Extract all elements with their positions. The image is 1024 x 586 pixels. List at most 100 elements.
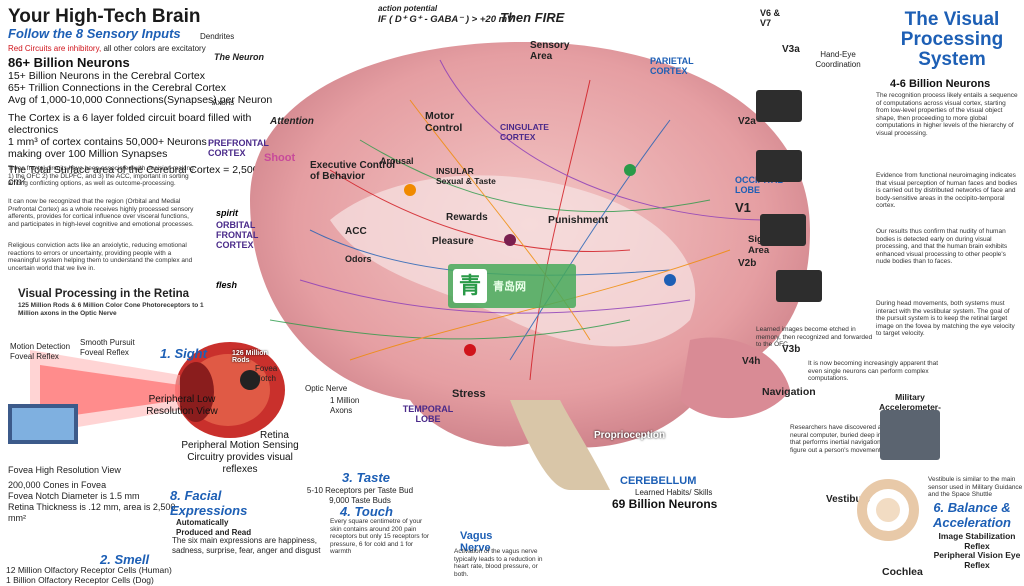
label-motor-control: Motor Control xyxy=(425,110,463,134)
label-cochlea: Cochlea xyxy=(882,566,923,578)
label-attention: Attention xyxy=(270,116,314,127)
poster-subtitle: Follow the 8 Sensory Inputs xyxy=(8,26,181,41)
balance-items: Image Stabilization Reflex Peripheral Vi… xyxy=(930,531,1024,570)
watermark-icon: 青 xyxy=(453,269,487,303)
fovea-facts: Fovea High Resolution View 200,000 Cones… xyxy=(8,465,178,524)
label-v3b: V3b xyxy=(782,344,801,355)
label-temporal: TEMPORAL LOBE xyxy=(402,404,454,424)
stat-line: The Cortex is a 6 layer folded circuit b… xyxy=(8,112,252,136)
brain-illustration xyxy=(250,41,810,490)
label-navigation: Navigation xyxy=(762,386,816,398)
label-smooth-pursuit: Smooth Pursuit Foveal Reflex xyxy=(80,338,135,357)
eye-illustration xyxy=(8,342,285,444)
label-exec-control: Executive Control of Behavior xyxy=(310,160,396,182)
label-touch: 4. Touch xyxy=(340,504,393,519)
label-v6v7: V6 & V7 xyxy=(760,8,781,28)
gpu-icon xyxy=(756,90,802,122)
stat-line: Avg of 1,000-10,000 Connections(Synapses… xyxy=(8,94,273,106)
label-v1: V1 xyxy=(735,200,751,215)
label-prefrontal: PREFRONTAL CORTEX xyxy=(208,138,269,158)
label-flesh: flesh xyxy=(216,280,238,290)
label-insular: INSULAR Sexual & Taste xyxy=(436,166,496,186)
legend-note: Red Circuits are inhibitory, all other c… xyxy=(8,44,206,54)
gyro-icon xyxy=(880,410,940,460)
retina-sub: 125 Million Rods & 6 Million Color Cone … xyxy=(18,302,204,317)
stat-line: making over 100 Million Synapses xyxy=(8,148,168,160)
gpu-icon xyxy=(760,214,806,246)
poster-title: Your High-Tech Brain xyxy=(8,6,201,27)
stat-headline: 86+ Billion Neurons xyxy=(8,55,130,70)
smell-dog: 1 Billion Olfactory Receptor Cells (Dog) xyxy=(6,575,154,585)
facial-text: The six main expressions are happiness, … xyxy=(172,536,321,555)
stat-line: 1 mm³ of cortex contains 50,000+ Neurons xyxy=(8,136,207,148)
visual-quote-2: Evidence from functional neuroimaging in… xyxy=(876,172,1018,209)
fovea-fact: Retina Thickness is .12 mm, area is 2,50… xyxy=(8,502,176,523)
fovea-fact: 200,000 Cones in Fovea xyxy=(8,480,107,490)
gpu-icon xyxy=(776,270,822,302)
quote-decision: Three frontal circuits have been associa… xyxy=(8,165,196,187)
label-cereb-sub: Learned Habits/ Skills xyxy=(635,488,713,497)
label-smell: 2. Smell xyxy=(100,552,150,567)
label-rods: 126 Million Rods xyxy=(232,350,268,364)
taste-fact: 5-10 Receptors per Taste Bud xyxy=(306,486,414,495)
visual-quote-4: During head movements, both systems must… xyxy=(876,300,1015,337)
legend-note-rest: all other colors are excitatory xyxy=(103,44,206,53)
inner-ear-illustration xyxy=(857,479,919,541)
label-vestibule: Vestibule xyxy=(826,494,870,505)
fovea-fact: Fovea Notch Diameter is 1.5 mm xyxy=(8,491,140,501)
label-ofc: ORBITAL FRONTAL CORTEX xyxy=(216,220,259,250)
label-million-axons: 1 Million Axons xyxy=(330,396,360,415)
label-v3a: V3a xyxy=(782,44,800,55)
smell-human: 12 Million Olfactory Receptor Cells (Hum… xyxy=(6,565,172,575)
label-fire: Then FIRE xyxy=(500,10,565,25)
retina-title: Visual Processing in the Retina xyxy=(18,288,190,300)
label-cingulate: CINGULATE CORTEX xyxy=(500,122,549,142)
label-dendrites: Dendrites xyxy=(200,32,235,41)
stat-line: The Total Surface area of the Cerebral C… xyxy=(8,164,259,188)
visual-quote-5: It is now becoming increasingly apparent… xyxy=(808,360,939,382)
balance-item: Image Stabilization Reflex xyxy=(938,531,1016,551)
label-axons: Axons xyxy=(212,98,235,107)
label-punishment: Punishment xyxy=(548,214,609,226)
label-hand-eye: Hand-Eye Coordination xyxy=(815,50,861,69)
fovea-fact: Fovea High Resolution View xyxy=(8,465,121,475)
vagus-text: Activation of the vagus nerve typically … xyxy=(454,548,543,578)
label-retina: Retina xyxy=(260,430,289,441)
label-neuron: The Neuron xyxy=(214,52,265,62)
label-cerebellum: CEREBELLUM xyxy=(620,475,697,487)
label-optic-nerve: Optic Nerve xyxy=(305,384,348,393)
visual-quote-1: The recognition process likely entails a… xyxy=(876,92,1018,137)
label-motion-detect: Motion Detection Foveal Reflex xyxy=(10,342,71,361)
label-v2a: V2a xyxy=(738,116,756,127)
visual-neuron-count: 4-6 Billion Neurons xyxy=(890,78,991,90)
balance-item: Peripheral Vision Eye Reflex xyxy=(933,550,1021,570)
watermark-badge: 青 青岛网 xyxy=(448,264,576,308)
visual-quote-3: Our results thus confirm that nudity of … xyxy=(876,228,1008,265)
label-peripheral-motion: Peripheral Motion Sensing Circuitry prov… xyxy=(181,440,299,475)
neuron-stats: 86+ Billion Neurons 15+ Billion Neurons … xyxy=(8,55,278,188)
quote-ofc: It can now be recognized that the region… xyxy=(8,198,194,228)
label-sight-area: Sight Area xyxy=(748,234,772,256)
label-spirit: spirit xyxy=(216,208,239,218)
facial-sub: Automatically Produced and Read xyxy=(176,518,252,537)
visual-system-title: The Visual Processing System xyxy=(900,9,1004,70)
label-acc: ACC xyxy=(345,226,367,237)
label-arousal: Arousal xyxy=(380,156,414,166)
stat-line: 15+ Billion Neurons in the Cerebral Cort… xyxy=(8,70,205,82)
label-balance: 6. Balance & Acceleration xyxy=(932,500,1012,530)
label-v2b: V2b xyxy=(738,258,757,269)
touch-text: Every square centimetre of your skin con… xyxy=(330,518,429,555)
label-sight: 1. Sight xyxy=(160,346,207,361)
label-facial: 8. Facial Expressions xyxy=(170,488,248,518)
label-shoot: Shoot xyxy=(264,152,296,164)
label-sensory-area: Sensory Area xyxy=(530,40,570,62)
visual-quote-6: Researchers have discovered a sophistica… xyxy=(790,424,928,454)
label-v4h: V4h xyxy=(742,356,761,367)
label-odors: Odors xyxy=(345,254,372,264)
label-rewards: Rewards xyxy=(446,212,488,223)
label-action-potential: action potential xyxy=(378,4,438,13)
label-pleasure: Pleasure xyxy=(432,236,474,247)
taste-facts: 5-10 Receptors per Taste Bud 9,000 Taste… xyxy=(300,486,420,505)
quote-religion: Religious conviction acts like an anxiol… xyxy=(8,242,193,272)
stat-line: 65+ Trillion Connections in the Cerebral… xyxy=(8,82,226,94)
